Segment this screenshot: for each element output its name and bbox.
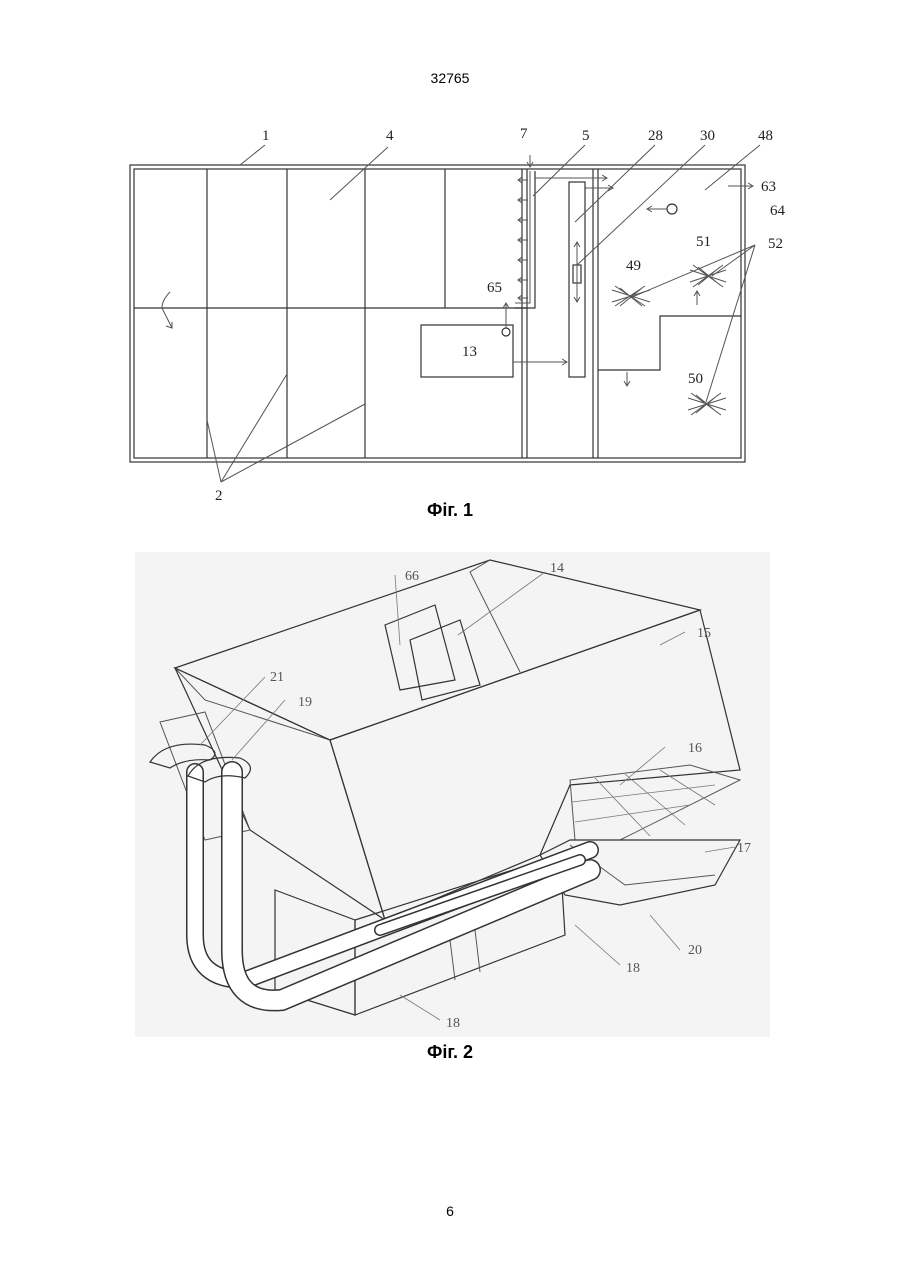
label-20: 20 (688, 943, 702, 958)
figure-1-caption: Фіг. 1 (0, 500, 900, 521)
label-21: 21 (270, 670, 284, 685)
label-63: 63 (761, 179, 776, 195)
label-52: 52 (768, 236, 783, 252)
label-5: 5 (582, 128, 590, 144)
label-50: 50 (688, 371, 703, 387)
figure-1-drawing: 1 4 7 5 28 30 48 63 64 65 49 51 52 13 50… (0, 0, 900, 510)
figure-2-drawing: 66 14 15 21 19 16 17 20 18 18 (0, 540, 900, 1060)
label-19: 19 (298, 695, 312, 710)
label-14: 14 (550, 561, 564, 576)
label-4: 4 (386, 128, 394, 144)
label-15: 15 (697, 626, 711, 641)
label-13: 13 (462, 344, 477, 360)
label-17: 17 (737, 841, 751, 856)
label-30: 30 (700, 128, 715, 144)
label-16: 16 (688, 741, 702, 756)
page-number: 6 (0, 1203, 900, 1219)
label-64: 64 (770, 203, 786, 219)
label-18b: 18 (446, 1016, 460, 1031)
label-51: 51 (696, 234, 711, 250)
label-48: 48 (758, 128, 773, 144)
label-18a: 18 (626, 961, 640, 976)
label-65: 65 (487, 280, 502, 296)
label-28: 28 (648, 128, 663, 144)
label-66: 66 (405, 569, 419, 584)
label-1: 1 (262, 128, 270, 144)
label-49: 49 (626, 258, 641, 274)
label-7: 7 (520, 126, 528, 142)
figure-2-caption: Фіг. 2 (0, 1042, 900, 1063)
